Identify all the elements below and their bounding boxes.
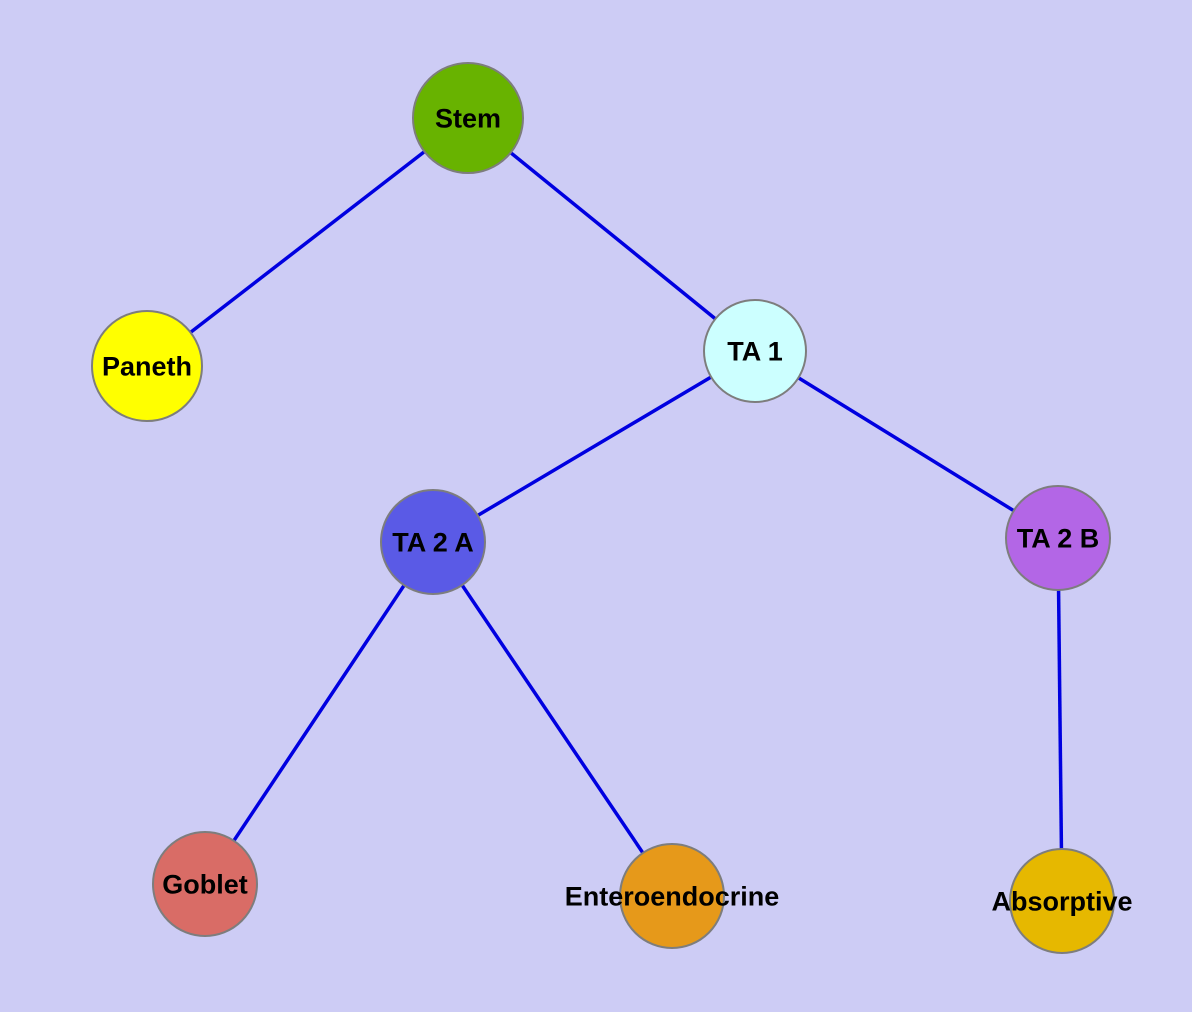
edge-ta-2-b-to-absorptive	[1056, 537, 1064, 902]
edge-stem-to-paneth	[145, 116, 470, 368]
node-absorptive[interactable]	[1009, 848, 1115, 954]
canvas-bottom-edge	[0, 1012, 1192, 1023]
node-ta-2-a[interactable]	[380, 489, 486, 595]
node-stem[interactable]	[412, 62, 524, 174]
edge-ta-1-to-ta-2-b	[754, 349, 1059, 540]
edge-ta-2-a-to-enteroendocrine	[431, 541, 674, 897]
edge-ta-1-to-ta-2-a	[432, 349, 756, 544]
node-goblet[interactable]	[152, 831, 258, 937]
edges-layer	[145, 116, 1064, 902]
edge-stem-to-ta-1	[466, 116, 757, 353]
node-ta-1[interactable]	[703, 299, 807, 403]
edge-ta-2-a-to-goblet	[203, 541, 435, 885]
node-enteroendocrine[interactable]	[619, 843, 725, 949]
node-ta-2-b[interactable]	[1005, 485, 1111, 591]
node-paneth[interactable]	[91, 310, 203, 422]
